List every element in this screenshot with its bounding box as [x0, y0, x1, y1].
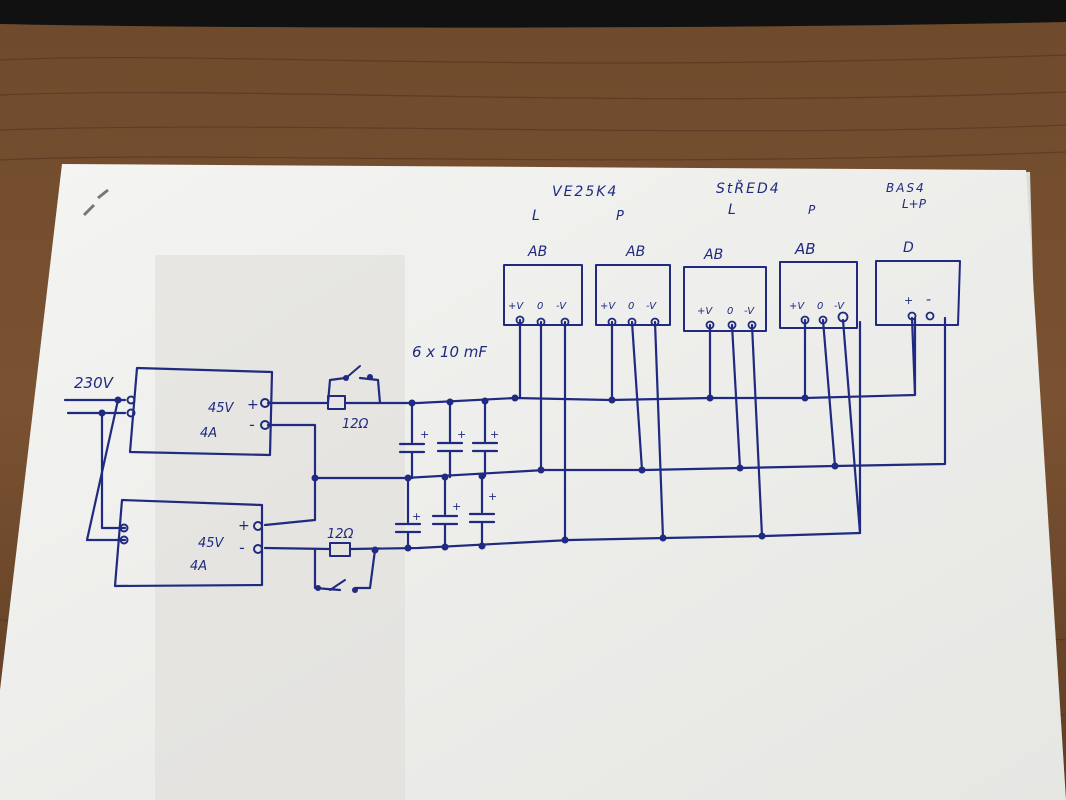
- capacitor-bank-label: 6 x 10 mF: [412, 343, 487, 361]
- group-2-left: L: [728, 202, 736, 218]
- svg-text:0: 0: [537, 301, 543, 312]
- svg-text:+: +: [420, 428, 429, 441]
- staple-mark: [82, 188, 109, 217]
- psu1-current: 4A: [200, 426, 217, 441]
- svg-text:+: +: [457, 428, 466, 441]
- svg-text:+V: +V: [508, 301, 524, 312]
- amp-3-class: AB: [703, 247, 723, 263]
- amplifier-3: AB +V 0 -V: [683, 247, 767, 332]
- amp-4-class: AB: [794, 240, 816, 258]
- psu2-plus: +: [238, 518, 250, 534]
- psu2-voltage: 45V: [198, 536, 225, 551]
- psu2-minus: -: [239, 538, 245, 557]
- psu1-minus: -: [249, 415, 255, 434]
- power-supply-1: 45V 4A + -: [126, 366, 274, 457]
- amp-5-class: D: [903, 240, 914, 256]
- group-1-title: VE25K4: [552, 184, 618, 200]
- amplifier-1: AB +V 0 -V: [503, 244, 583, 327]
- group-1-right: P: [616, 209, 624, 224]
- svg-text:-V: -V: [556, 301, 567, 312]
- psu1-voltage: 45V: [208, 401, 235, 416]
- psu2-current: 4A: [190, 559, 207, 574]
- amp-2-class: AB: [625, 244, 645, 260]
- svg-text:+V: +V: [789, 301, 805, 312]
- resistor-2-label: 12Ω: [327, 527, 354, 542]
- switch-1: [343, 365, 373, 381]
- svg-text:+: +: [904, 294, 913, 307]
- svg-text:0: 0: [817, 301, 823, 312]
- svg-text:+: +: [488, 490, 497, 503]
- svg-text:0: 0: [727, 306, 733, 317]
- amplifier-2: AB +V 0 -V: [595, 244, 671, 327]
- psu1-plus: +: [247, 397, 259, 413]
- svg-text:-V: -V: [646, 301, 657, 312]
- power-supply-2: 45V 4A + -: [113, 498, 264, 588]
- svg-text:+V: +V: [697, 306, 713, 317]
- resistor-1: 12Ω: [327, 395, 369, 432]
- junction-dots: [98, 394, 839, 554]
- svg-text:0: 0: [628, 301, 634, 312]
- switch-2: [315, 579, 358, 593]
- svg-text:+: +: [412, 510, 421, 523]
- resistor-1-label: 12Ω: [342, 417, 369, 432]
- top-frame: [0, 0, 1066, 28]
- group-2-right: P: [808, 203, 816, 217]
- svg-text:-: -: [926, 292, 931, 308]
- resistor-2: 12Ω: [327, 527, 354, 557]
- svg-text:-V: -V: [744, 306, 755, 317]
- group-headings: VE25K4 L P StŘED4 L P BAS4 L+P: [532, 180, 927, 224]
- amp-1-class: AB: [527, 244, 547, 260]
- mains-label: 230V: [74, 374, 115, 392]
- show-through-shadow: [155, 255, 405, 800]
- amplifier-5: D + -: [875, 240, 961, 326]
- svg-text:+V: +V: [600, 301, 616, 312]
- amplifier-4: AB +V 0 -V: [779, 240, 858, 329]
- group-1-left: L: [532, 208, 540, 224]
- group-2-title: StŘED4: [716, 180, 781, 197]
- svg-text:+: +: [490, 428, 499, 441]
- group-3-sides: L+P: [902, 197, 927, 211]
- capacitor-plus-marks: + + + + + +: [412, 428, 499, 523]
- svg-text:-V: -V: [834, 301, 845, 312]
- svg-text:+: +: [452, 500, 461, 513]
- group-3-title: BAS4: [886, 181, 926, 195]
